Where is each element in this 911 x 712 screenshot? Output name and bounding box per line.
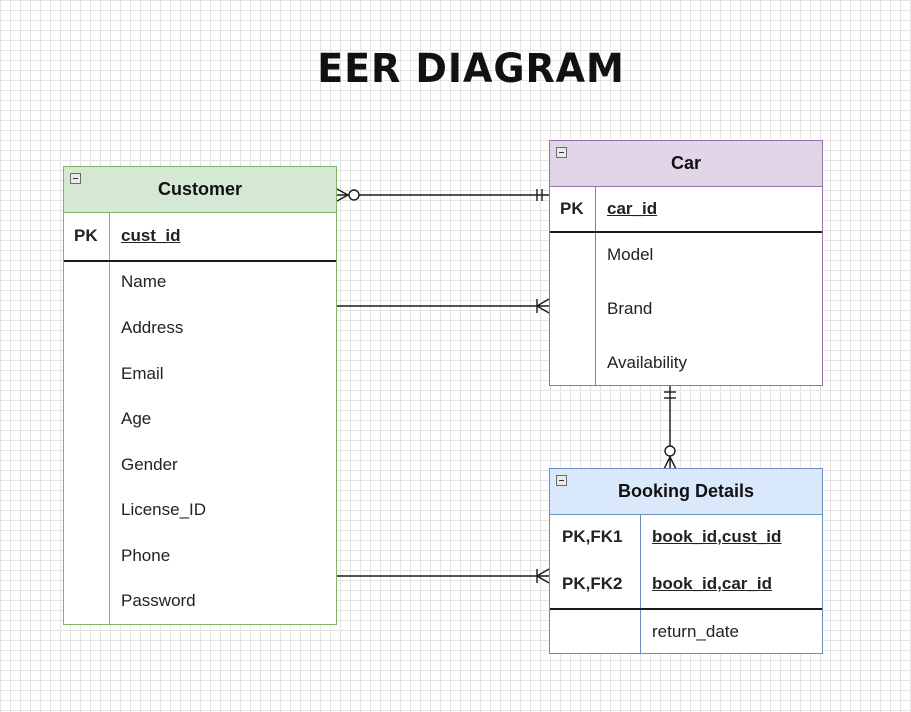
key-separator (550, 231, 822, 233)
relationship-customer-car-one-many (337, 298, 550, 314)
customer-entity[interactable]: Customer PK cust_id Name Address Email A… (63, 166, 337, 625)
column-divider (109, 213, 110, 624)
attribute: Password (121, 591, 196, 610)
attribute: Age (121, 409, 152, 428)
attribute: License_ID (121, 500, 207, 519)
collapse-icon[interactable] (556, 147, 567, 158)
pk-label: PK (74, 226, 98, 245)
booking-details-entity[interactable]: Booking Details PK,FK1 book_id,cust_id P… (549, 468, 823, 654)
relationship-car-booking-one-to-zero-many (663, 386, 677, 470)
key-attribute: book_id,cust_id (652, 527, 782, 546)
key-separator (550, 608, 822, 610)
booking-name: Booking Details (617, 481, 755, 501)
attribute: return_date (652, 622, 739, 641)
relationship-customer-booking-one-many (337, 568, 550, 584)
pk-attribute: car_id (607, 199, 658, 218)
attribute: Availability (607, 353, 688, 372)
column-divider (595, 187, 596, 385)
car-header: Car (550, 141, 822, 187)
key-attribute: book_id,car_id (652, 574, 772, 593)
car-entity[interactable]: Car PK car_id Model Brand Availability (549, 140, 823, 386)
attribute: Email (121, 364, 164, 383)
attribute: Brand (607, 299, 653, 318)
attribute: Gender (121, 455, 178, 474)
diagram-title: EER DIAGRAM (317, 46, 625, 92)
attribute: Phone (121, 546, 171, 565)
key-separator (64, 260, 336, 262)
relationship-customer-car-zero-many-to-one (336, 188, 549, 202)
collapse-icon[interactable] (556, 475, 567, 486)
attribute: Model (607, 245, 654, 264)
attribute: Address (121, 318, 184, 337)
booking-header: Booking Details (550, 469, 822, 515)
column-divider (640, 515, 641, 653)
pk-attribute: cust_id (121, 226, 181, 245)
collapse-icon[interactable] (70, 173, 81, 184)
car-name: Car (670, 153, 701, 173)
pk-label: PK (560, 199, 584, 218)
customer-name: Customer (157, 179, 242, 199)
key-label: PK,FK1 (562, 527, 623, 546)
customer-header: Customer (64, 167, 336, 213)
key-label: PK,FK2 (562, 574, 623, 593)
attribute: Name (121, 272, 167, 291)
